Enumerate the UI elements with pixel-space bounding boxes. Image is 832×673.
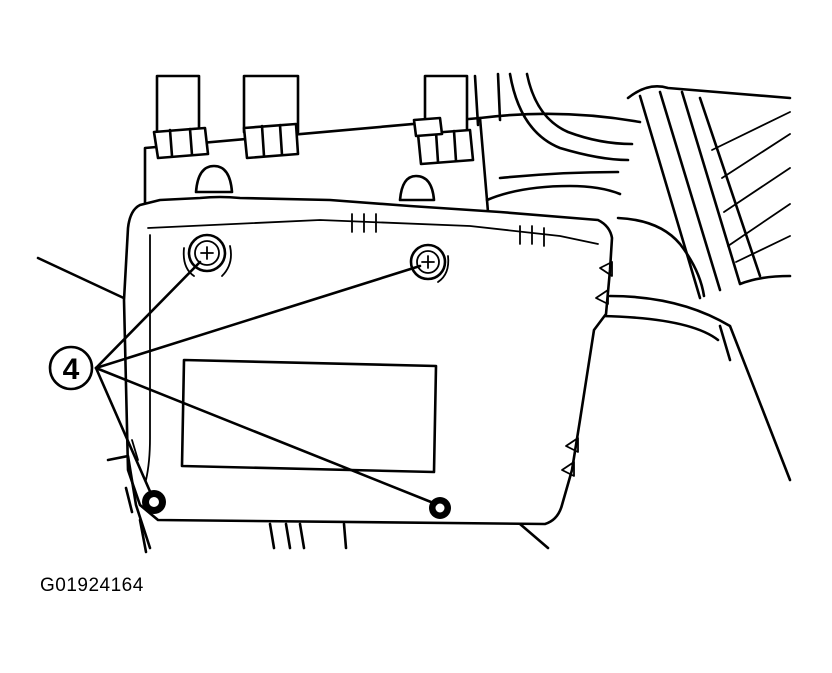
hydraulic-unit-upper-block [143,74,490,217]
mounting-bolt-top-left [182,233,232,277]
callout-4: 4 [48,345,94,391]
mounting-bolt-bottom-left [142,490,166,514]
callout-number: 4 [63,353,80,386]
leader-line-left [36,256,130,302]
lower-bracket [106,454,550,554]
callout-leader-lines [94,260,438,506]
vehicle-frame-right [478,72,792,482]
mounting-bolt-bottom-right [429,497,451,519]
mounting-bolt-top-right [409,243,450,283]
abs-control-module [122,195,614,526]
figure-code-label: G01924164 [40,575,144,596]
